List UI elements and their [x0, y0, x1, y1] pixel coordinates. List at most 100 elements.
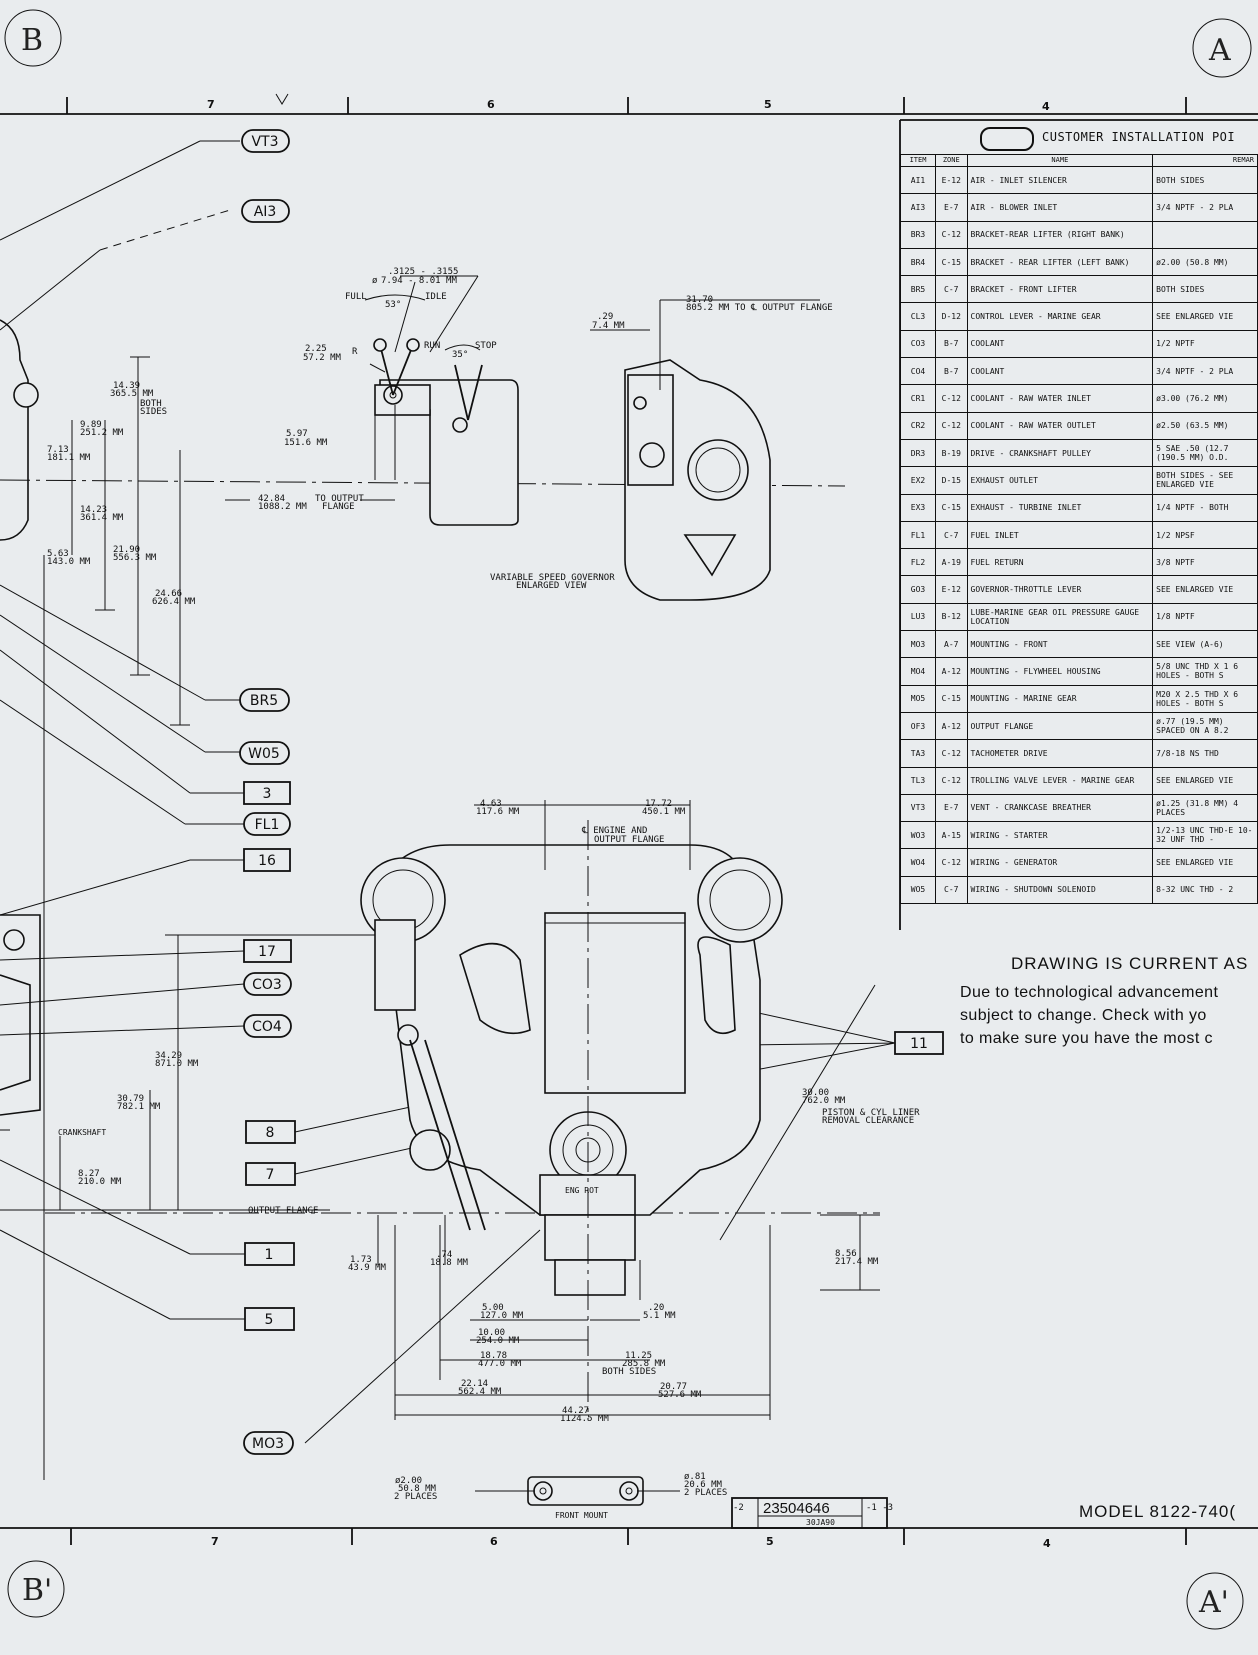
cell-name: AIR - INLET SILENCER [966, 165, 1154, 195]
callout-co3: CO3 [243, 972, 292, 996]
cell-name: OUTPUT FLANGE [966, 711, 1154, 741]
svg-text:626.4 MM: 626.4 MM [152, 597, 196, 607]
cell-item: FL2 [899, 548, 937, 577]
header-remarks: REMAR [1152, 154, 1258, 167]
svg-text:7: 7 [266, 1167, 275, 1183]
svg-text:22.14: 22.14 [461, 1379, 488, 1389]
cell-remarks: BOTH SIDES [1152, 275, 1258, 304]
svg-text:210.0 MM: 210.0 MM [78, 1177, 122, 1187]
cell-item: MO5 [899, 684, 937, 713]
svg-text:.3125 - .3155: .3125 - .3155 [388, 267, 458, 277]
cell-zone: C-12 [935, 384, 968, 413]
cell-zone: C-12 [935, 848, 968, 877]
cell-remarks: BOTH SIDES [1152, 165, 1258, 195]
cell-item: WO4 [899, 848, 937, 877]
cell-zone: A-19 [935, 548, 968, 577]
svg-text:17.72: 17.72 [645, 799, 672, 809]
svg-text:ø.81: ø.81 [684, 1472, 706, 1482]
cell-zone: B-7 [935, 329, 968, 359]
cell-zone: C-12 [935, 220, 968, 249]
svg-text:IDLE: IDLE [425, 292, 447, 302]
left-dimension-labels: 14.39 365.5 MM BOTH SIDES 9.89 251.2 MM … [47, 381, 387, 1273]
svg-text:RUN: RUN [424, 341, 440, 351]
svg-text:35°: 35° [452, 350, 468, 360]
cell-zone: C-15 [935, 493, 968, 522]
cell-item: AI3 [899, 193, 937, 222]
cell-item: CR1 [899, 384, 937, 413]
svg-text:REMOVAL CLEARANCE: REMOVAL CLEARANCE [822, 1116, 914, 1126]
callout-5: 5 [244, 1307, 295, 1331]
callout-fl1: FL1 [243, 812, 291, 836]
front-view-engine: ENG ROT [360, 844, 783, 1296]
notice-title: DRAWING IS CURRENT AS [1011, 954, 1249, 973]
svg-text:2 PLACES: 2 PLACES [394, 1492, 437, 1502]
svg-text:8.56: 8.56 [835, 1249, 857, 1259]
svg-text:2.25: 2.25 [305, 344, 327, 354]
svg-text:A': A' [1198, 1585, 1229, 1620]
cell-item: TL3 [899, 766, 937, 795]
notice-line-3: to make sure you have the most c [960, 1030, 1213, 1047]
cell-remarks: 5 SAE .50 (12.7 (190.5 MM) O.D. [1152, 438, 1258, 468]
cell-remarks: BOTH SIDES - SEE ENLARGED VIE [1152, 466, 1258, 495]
cell-remarks: SEE ENLARGED VIE [1152, 302, 1258, 331]
svg-text:20.6 MM: 20.6 MM [684, 1480, 723, 1490]
cell-name: VENT - CRANKCASE BREATHER [966, 793, 1154, 823]
svg-text:53°: 53° [385, 300, 401, 310]
cell-item: BR3 [899, 220, 937, 249]
cell-zone: A-12 [935, 657, 968, 686]
left-dimension-lines [43, 356, 400, 1480]
callout-3: 3 [243, 781, 291, 805]
svg-text:217.4 MM: 217.4 MM [835, 1257, 879, 1267]
bottom-border: 7 6 5 4 [0, 1527, 1258, 1550]
zone-5-top: 5 [764, 98, 772, 111]
zone-4-top: 4 [1042, 100, 1050, 113]
callout-wo5: W05 [239, 741, 290, 765]
svg-text:.29: .29 [597, 312, 613, 322]
svg-text:1.73: 1.73 [350, 1255, 372, 1265]
cell-item: WO3 [899, 821, 937, 850]
svg-text:W05: W05 [248, 746, 280, 762]
cell-item: GO3 [899, 575, 937, 604]
cell-name: BRACKET - FRONT LIFTER [966, 275, 1154, 304]
svg-text:ENLARGED VIEW: ENLARGED VIEW [516, 581, 587, 591]
svg-text:20.77: 20.77 [660, 1382, 687, 1392]
cell-name: MOUNTING - FLYWHEEL HOUSING [966, 657, 1154, 686]
svg-text:7.13: 7.13 [47, 445, 69, 455]
svg-text:R: R [352, 347, 358, 357]
cell-remarks: ø1.25 (31.8 MM) 4 PLACES [1152, 793, 1258, 823]
svg-text:11.25: 11.25 [625, 1351, 652, 1361]
table-title: CUSTOMER INSTALLATION POI [1042, 130, 1236, 144]
governor-enlarged-view: .3125 - .3155 ø 7.94 - 8.01 MM FULL IDLE… [225, 267, 615, 591]
callout-mo3: MO3 [243, 1431, 294, 1455]
margin-mark-top-right: A [1192, 18, 1252, 78]
cell-item: EX2 [899, 466, 937, 495]
svg-text:285.8 MM: 285.8 MM [622, 1359, 666, 1369]
svg-text:14.23: 14.23 [80, 505, 107, 515]
svg-text:VARIABLE SPEED GOVERNOR: VARIABLE SPEED GOVERNOR [490, 573, 615, 583]
margin-mark-bottom-left: B' [7, 1560, 65, 1618]
margin-mark-top-left: B [4, 9, 62, 67]
top-border: 7 6 5 4 [0, 93, 1258, 115]
cell-zone: D-15 [935, 466, 968, 495]
cell-remarks: 7/8-18 NS THD [1152, 739, 1258, 768]
svg-text:MO3: MO3 [252, 1436, 284, 1452]
cell-zone: B-7 [935, 357, 968, 386]
cell-remarks: M20 X 2.5 THD X 6 HOLES - BOTH S [1152, 684, 1258, 713]
cell-remarks: SEE VIEW (A-6) [1152, 630, 1258, 659]
cell-remarks: 8-32 UNC THD - 2 [1152, 875, 1258, 905]
svg-text:8: 8 [266, 1125, 275, 1141]
svg-text:18.78: 18.78 [480, 1351, 507, 1361]
svg-text:FRONT MOUNT: FRONT MOUNT [555, 1511, 608, 1520]
cell-item: BR5 [899, 275, 937, 304]
cell-name: WIRING - STARTER [966, 821, 1154, 850]
cell-remarks: 3/4 NPTF - 2 PLA [1152, 357, 1258, 386]
cell-remarks: ø3.00 (76.2 MM) [1152, 384, 1258, 413]
